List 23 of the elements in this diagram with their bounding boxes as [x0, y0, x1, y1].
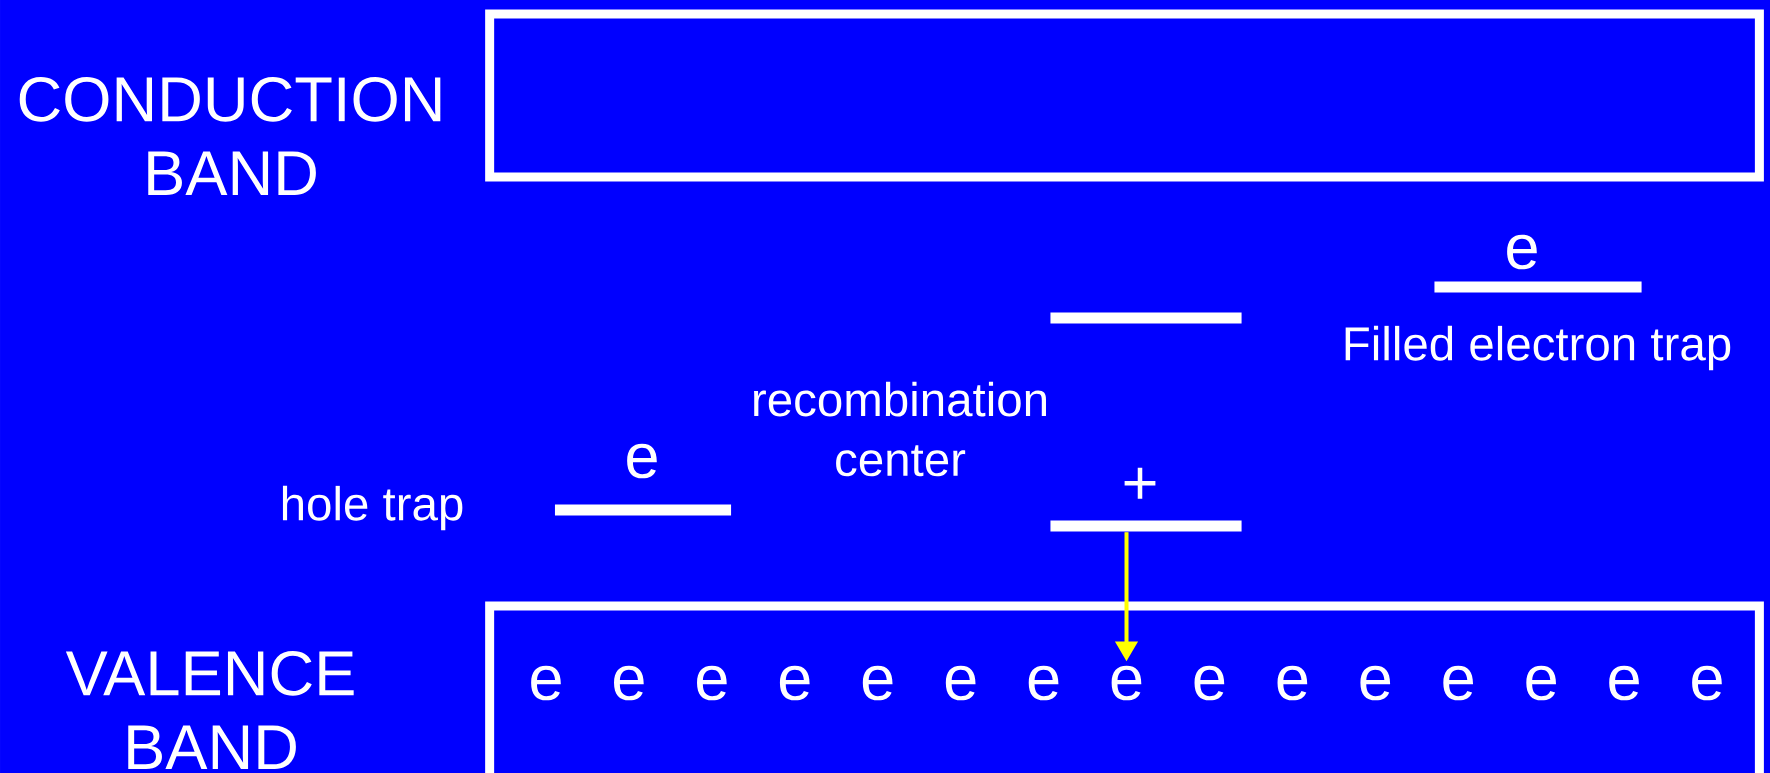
- electron-symbol: e: [1194, 665, 1225, 701]
- band-label: CONDUCTION BAND: [19, 76, 441, 195]
- electron-symbol: e: [1692, 665, 1722, 701]
- electron-symbol: e: [862, 665, 893, 701]
- hole-symbol: +: [1124, 467, 1156, 499]
- electron-symbol: e: [531, 665, 561, 701]
- electron-symbol: e: [697, 665, 727, 701]
- electron-symbol: e: [1360, 665, 1391, 701]
- level-label: hole trap: [282, 485, 463, 531]
- electron-symbol: e: [627, 443, 657, 479]
- electron-symbol: e: [1277, 665, 1308, 701]
- electron-symbol: e: [945, 665, 976, 701]
- level-label: recombination center: [754, 381, 1046, 477]
- electron-symbol: e: [1526, 665, 1556, 701]
- level-label: Filled electron trap: [1345, 325, 1731, 371]
- electron-symbol: e: [1111, 665, 1142, 701]
- band-label: VALENCE BAND: [65, 650, 354, 769]
- electron-symbol: e: [614, 665, 644, 701]
- electron-symbol: e: [1443, 665, 1473, 701]
- electron-symbol: e: [779, 665, 810, 701]
- electron-symbol: e: [1609, 665, 1639, 701]
- electron-symbol: e: [1028, 665, 1059, 701]
- electron-symbol: e: [1507, 234, 1537, 270]
